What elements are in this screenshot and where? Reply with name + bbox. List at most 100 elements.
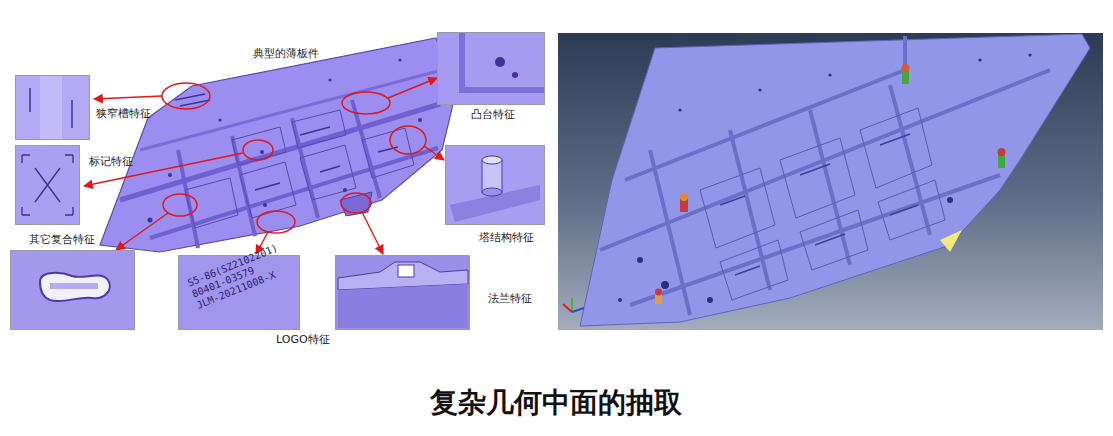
sheet-part-part bbox=[185, 110, 414, 228]
sheet-part-part-part bbox=[168, 173, 172, 177]
inset-picture-part bbox=[398, 265, 414, 277]
sheet-part-part-part bbox=[398, 58, 401, 61]
cad-view-part-part bbox=[890, 85, 930, 235]
sheet-part-part-part bbox=[185, 178, 238, 228]
axis-triad-part bbox=[571, 298, 573, 312]
cad-view-part-part bbox=[880, 134, 910, 145]
inset-picture-part bbox=[437, 32, 545, 105]
leader-arrow-part bbox=[424, 146, 444, 160]
sheet-part-part-part bbox=[343, 188, 347, 192]
cad-view-part-part bbox=[860, 108, 932, 188]
cad-view-part-part bbox=[700, 168, 775, 248]
sheet-part-part bbox=[340, 192, 372, 216]
cad-view-part-part bbox=[890, 205, 918, 215]
sheet-part-part-part bbox=[255, 183, 280, 190]
cad-view-part-part bbox=[828, 73, 831, 76]
feature-inset: 狭窄槽特征 bbox=[15, 75, 90, 140]
cad-view-part bbox=[600, 36, 1050, 315]
sheet-part-part-part bbox=[232, 127, 286, 165]
cad-view-part-part bbox=[800, 164, 830, 175]
inset-picture-part bbox=[15, 75, 90, 140]
inset-picture-part bbox=[462, 32, 545, 90]
cad-view-part-part bbox=[625, 70, 905, 180]
marker-pin-part bbox=[998, 148, 1006, 156]
feature-label: 塔结构特征 bbox=[479, 231, 534, 244]
inset-picture-part bbox=[482, 156, 502, 164]
sheet-part-part-part bbox=[148, 218, 153, 223]
sheet-part-part-part bbox=[240, 162, 296, 218]
cad-view-part bbox=[940, 230, 962, 252]
feature-label: LOGO特征 bbox=[276, 333, 330, 346]
inset-picture-part bbox=[50, 283, 98, 289]
feature-label: 狭窄槽特征 bbox=[96, 107, 151, 120]
cad-view-part-part bbox=[637, 257, 643, 263]
inset-picture-part bbox=[338, 284, 468, 328]
cad-view-part-part bbox=[707, 297, 713, 303]
cad-view-part-part bbox=[650, 150, 690, 315]
cad-view-part-part bbox=[678, 108, 681, 111]
cad-view-part bbox=[720, 134, 918, 275]
cad-view-part-part bbox=[815, 234, 845, 245]
cad-view-part-part bbox=[800, 210, 868, 270]
inset-picture-part bbox=[450, 185, 540, 222]
engraved-text-block: S5-86(SZ2102201)80401-03579JLM-20211008-… bbox=[186, 242, 289, 311]
inset-picture-part bbox=[445, 145, 545, 225]
feature-highlight-part bbox=[257, 211, 295, 233]
cad-view-part-part bbox=[780, 138, 855, 218]
sheet-part-part-part bbox=[175, 94, 205, 100]
sheet-part-part-part bbox=[218, 118, 221, 121]
cad-view-part-part bbox=[758, 88, 761, 91]
cad-view-part-part bbox=[630, 175, 1000, 305]
cad-view-part bbox=[580, 34, 1090, 326]
cad-view-part-part bbox=[618, 298, 622, 302]
marker-pin bbox=[655, 64, 1006, 304]
cad-view-part-part bbox=[735, 266, 760, 275]
cad-view-part-part bbox=[1028, 53, 1031, 56]
feature-label: 凸台特征 bbox=[471, 108, 515, 121]
inset-picture-part bbox=[512, 72, 518, 78]
feature-label: 其它复合特征 bbox=[29, 233, 95, 246]
inset-picture-part bbox=[22, 155, 73, 215]
axis-triad-part bbox=[572, 308, 584, 312]
inset-picture-part bbox=[40, 273, 110, 301]
inset-picture bbox=[10, 32, 545, 330]
inset-picture-part bbox=[335, 255, 470, 330]
sheet-part-part-part bbox=[362, 128, 414, 178]
feature-highlight-part bbox=[162, 83, 210, 109]
feature-highlight-part bbox=[342, 92, 390, 114]
feature-inset: 法兰特征 bbox=[335, 255, 470, 330]
marker-pin-part bbox=[902, 64, 910, 72]
inset-picture-part bbox=[10, 250, 135, 330]
feature-label: 标记特征 bbox=[89, 155, 133, 168]
feature-highlight-part bbox=[163, 194, 197, 216]
figure-title: 复杂几何中面的抽取 bbox=[430, 386, 682, 420]
cad-view-part bbox=[558, 33, 1103, 330]
sheet-part-part-part bbox=[300, 145, 356, 200]
cad-view bbox=[558, 33, 1103, 330]
axis-triad-part bbox=[563, 304, 572, 312]
inset-picture-part bbox=[30, 88, 72, 128]
feature-inset: 标记特征 bbox=[15, 145, 80, 225]
feature-inset: 凸台特征 bbox=[437, 32, 545, 105]
panel-label: 典型的薄板件 bbox=[253, 47, 319, 60]
sheet-part-part bbox=[148, 58, 423, 222]
cad-view-part-part bbox=[730, 130, 770, 290]
sheet-part-part-part bbox=[418, 118, 422, 122]
cad-view-part bbox=[618, 53, 1032, 303]
feature-highlight-part bbox=[341, 193, 371, 213]
sheet-part-part-part bbox=[263, 203, 267, 207]
leader-arrow-part bbox=[116, 213, 168, 250]
sheet-part bbox=[100, 38, 456, 252]
sheet-part-part-part bbox=[320, 166, 340, 172]
sheet-part-part-part bbox=[328, 78, 331, 81]
inset-picture-part bbox=[495, 57, 505, 67]
feature-inset: S5-86(SZ2102201)80401-03579JLM-20211008-… bbox=[178, 255, 300, 330]
inset-picture-part bbox=[482, 160, 502, 192]
feature-inset: 塔结构特征 bbox=[445, 145, 545, 225]
leader-arrow-part bbox=[94, 96, 162, 99]
feature-label: 法兰特征 bbox=[488, 292, 532, 305]
axis-triad bbox=[563, 298, 584, 312]
cad-view-part-part bbox=[947, 197, 953, 203]
sheet-part-part bbox=[140, 70, 442, 150]
